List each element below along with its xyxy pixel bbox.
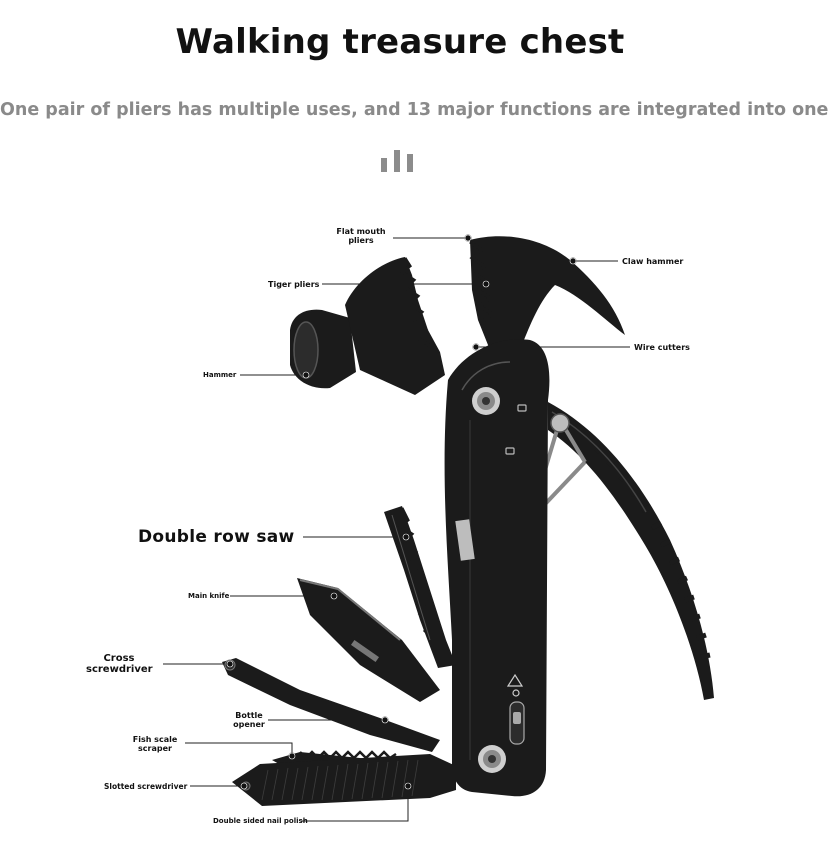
double-row-saw bbox=[384, 506, 456, 668]
page-title: Walking treasure chest bbox=[175, 22, 625, 62]
page-subtitle: One pair of pliers has multiple uses, an… bbox=[0, 100, 828, 120]
nail-file bbox=[232, 754, 456, 806]
multitool-illustration bbox=[163, 234, 714, 822]
label-hammer: Hammer bbox=[203, 371, 237, 379]
label-claw-hammer: Claw hammer bbox=[622, 257, 684, 266]
label-flat-mouth-pliers: Flat mouth pliers bbox=[336, 227, 386, 245]
label-bottle-opener: Bottle opener bbox=[233, 711, 265, 729]
label-double-row-saw: Double row saw bbox=[138, 527, 295, 547]
label-main-knife: Main knife bbox=[188, 592, 230, 600]
label-fish-scale-scraper: Fish scale scraper bbox=[132, 735, 178, 753]
pivot-icon bbox=[550, 413, 570, 433]
bars-divider-icon bbox=[381, 148, 425, 172]
label-wire-cutters: Wire cutters bbox=[634, 343, 690, 352]
right-handle bbox=[548, 402, 714, 700]
hammer-head bbox=[290, 236, 625, 395]
label-cross-screwdriver: Cross screwdriver bbox=[86, 653, 153, 675]
label-tiger-pliers: Tiger pliers bbox=[268, 280, 320, 289]
label-double-sided-nail-polish: Double sided nail polish bbox=[213, 817, 308, 825]
label-slotted-screwdriver: Slotted screwdriver bbox=[104, 782, 188, 791]
main-body bbox=[444, 339, 550, 797]
main-knife bbox=[297, 578, 440, 702]
